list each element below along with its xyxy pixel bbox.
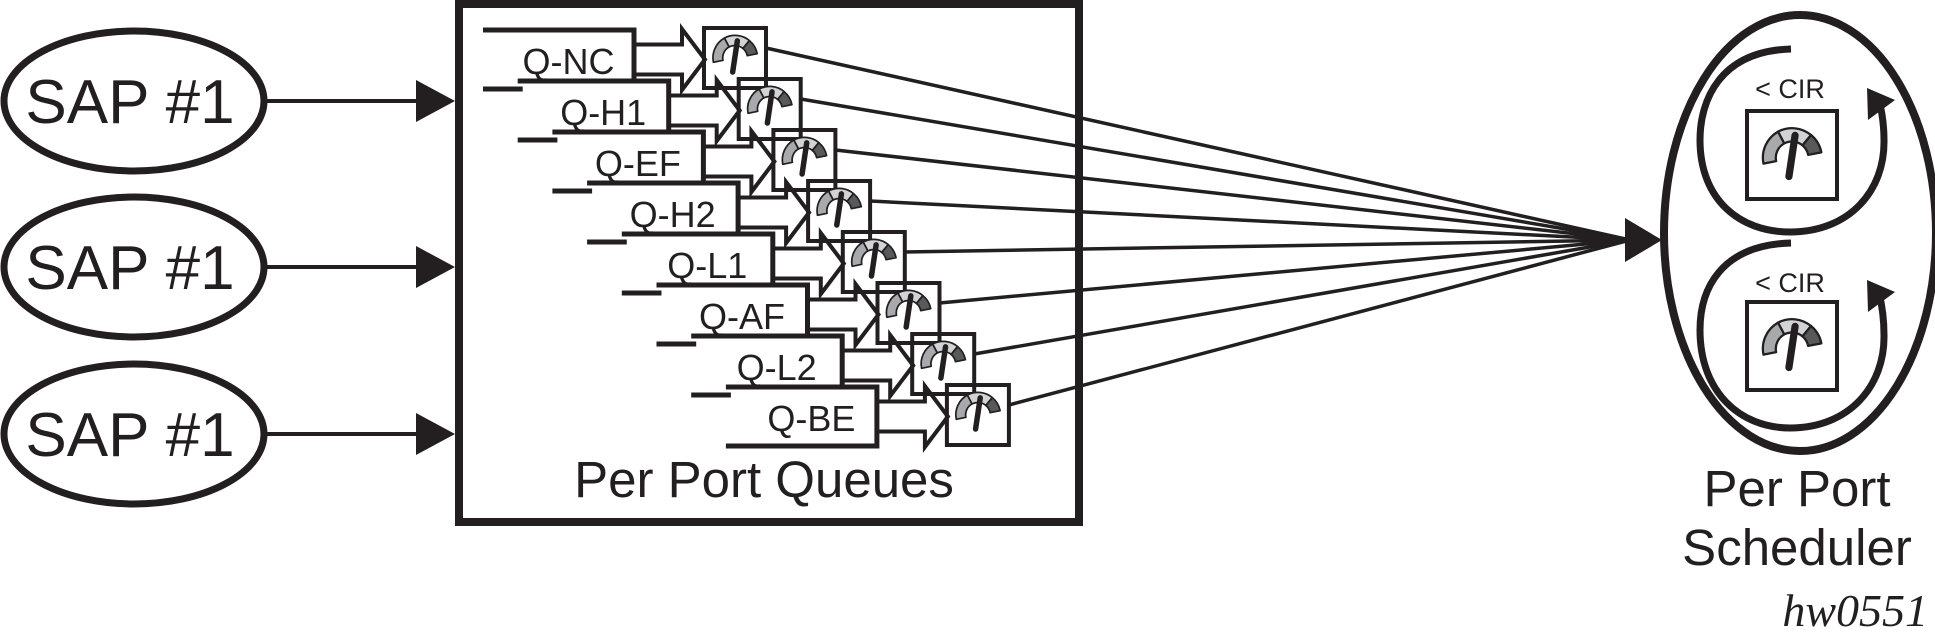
meter-icon [712, 34, 759, 75]
meter-needle [938, 344, 949, 381]
arrow-right-icon [266, 413, 455, 455]
queue-label: Q-H2 [630, 194, 716, 235]
queue-to-scheduler-line [800, 97, 1631, 242]
queue-to-scheduler-line [765, 46, 1631, 242]
meter-needle [764, 89, 775, 126]
per-port-queues-title: Per Port Queues [574, 451, 954, 508]
sap-sources: SAP #1 SAP #1 SAP #1 [0, 27, 268, 508]
queue-label: Q-AF [699, 296, 785, 337]
queue-to-scheduler-line [939, 238, 1631, 305]
arrow-right-icon [266, 246, 455, 288]
per-port-queues-box [455, 0, 1083, 526]
sap-node[interactable]: SAP #1 [0, 360, 268, 508]
meter-sector-right [811, 141, 828, 159]
cir-meter-box [1745, 109, 1839, 201]
queue[interactable]: Q-BE [725, 380, 1011, 453]
queue-meter-box [702, 26, 768, 90]
queue-label: Q-BE [767, 398, 855, 439]
meter-icon [746, 85, 793, 126]
arrow-right-icon [266, 80, 455, 122]
scheduler-input-arrow-icon [1625, 218, 1662, 262]
queue-to-scheduler-line [1008, 238, 1631, 407]
queue-label: Q-H1 [560, 92, 646, 133]
meter-sector-right [1801, 324, 1823, 348]
meter-sector-right [776, 90, 793, 108]
sap-arrows [266, 80, 455, 455]
meter-sector-right [950, 345, 967, 363]
queue[interactable]: Q-NC [483, 23, 768, 96]
queue-to-scheduler-line [870, 199, 1631, 242]
queue-label: Q-EF [595, 143, 681, 184]
loop-arrowhead-icon [1867, 88, 1895, 120]
queue-list: Q-NC Q-H1Q-EF Q-H2Q-L1Q-AF Q-L2Q-BE [483, 23, 1011, 453]
queue-label: Q-NC [523, 41, 615, 82]
sap-label: SAP #1 [25, 234, 234, 303]
meter-sector-right [1801, 133, 1823, 157]
scheduler-ellipse [1660, 11, 1935, 455]
meter-needle [729, 38, 741, 75]
meter-sector-right [915, 294, 932, 312]
meter-icon [954, 391, 1001, 432]
meter-sector-right [742, 39, 759, 57]
meter-needle [834, 191, 845, 228]
loop-arrow-path [1696, 239, 1888, 432]
meter-needle [1785, 322, 1799, 372]
meter-icon [816, 187, 863, 228]
cir-meter-box [1745, 300, 1839, 392]
loop-arrowhead-icon [1867, 280, 1895, 312]
meter-needle [972, 395, 983, 432]
meter-sector-right [846, 192, 863, 210]
queue-meter-box [910, 332, 977, 396]
queue-meter-box [806, 179, 873, 243]
meter-icon [1761, 318, 1823, 372]
queue-meter-box [875, 281, 942, 345]
meter-icon [850, 238, 897, 279]
cir-loop: < CIR [1696, 45, 1895, 236]
sap-ellipse [0, 360, 268, 508]
meter-icon [781, 136, 828, 177]
per-port-scheduler[interactable]: < CIR < CIR Per Port Scheduler [1625, 11, 1935, 576]
queue[interactable]: Q-EF [552, 125, 838, 198]
queue-meter-box [840, 230, 907, 294]
meter-sector-right [880, 243, 897, 261]
meter-sector-right [984, 396, 1001, 414]
queue-label: Q-L2 [737, 347, 817, 388]
queue-to-scheduler-line [904, 238, 1631, 254]
cir-label: < CIR [1755, 268, 1825, 298]
queue-meter-box [736, 77, 803, 141]
cir-loop: < CIR [1696, 239, 1895, 432]
figure-id: hw0551 [1782, 585, 1928, 636]
queue-to-scheduler-line [973, 238, 1631, 356]
sap-ellipse [0, 193, 268, 341]
scheduler-title-line2: Scheduler [1682, 519, 1912, 576]
meter-needle [868, 242, 879, 279]
queue-to-scheduler-line [835, 148, 1631, 242]
meter-icon [885, 289, 932, 330]
meter-icon [1761, 127, 1823, 181]
queue-fill [730, 387, 877, 446]
sap-node[interactable]: SAP #1 [0, 193, 268, 341]
loop-arrow-path [1696, 45, 1888, 236]
queue-label: Q-L1 [667, 245, 747, 286]
cir-label: < CIR [1755, 74, 1825, 104]
meter-icon [920, 340, 967, 381]
queue-meter-box [771, 128, 838, 192]
sap-ellipse [0, 27, 268, 175]
scheduler-title-line1: Per Port [1703, 460, 1890, 517]
queue-outline [725, 384, 880, 449]
sap-label: SAP #1 [25, 68, 234, 137]
meter-needle [903, 293, 914, 330]
meter-needle [799, 140, 810, 177]
meter-needle [1785, 131, 1799, 181]
queue-to-scheduler-lines [765, 46, 1631, 407]
queue-meter-box [944, 383, 1011, 447]
sap-label: SAP #1 [25, 401, 234, 470]
sap-node[interactable]: SAP #1 [0, 27, 268, 175]
